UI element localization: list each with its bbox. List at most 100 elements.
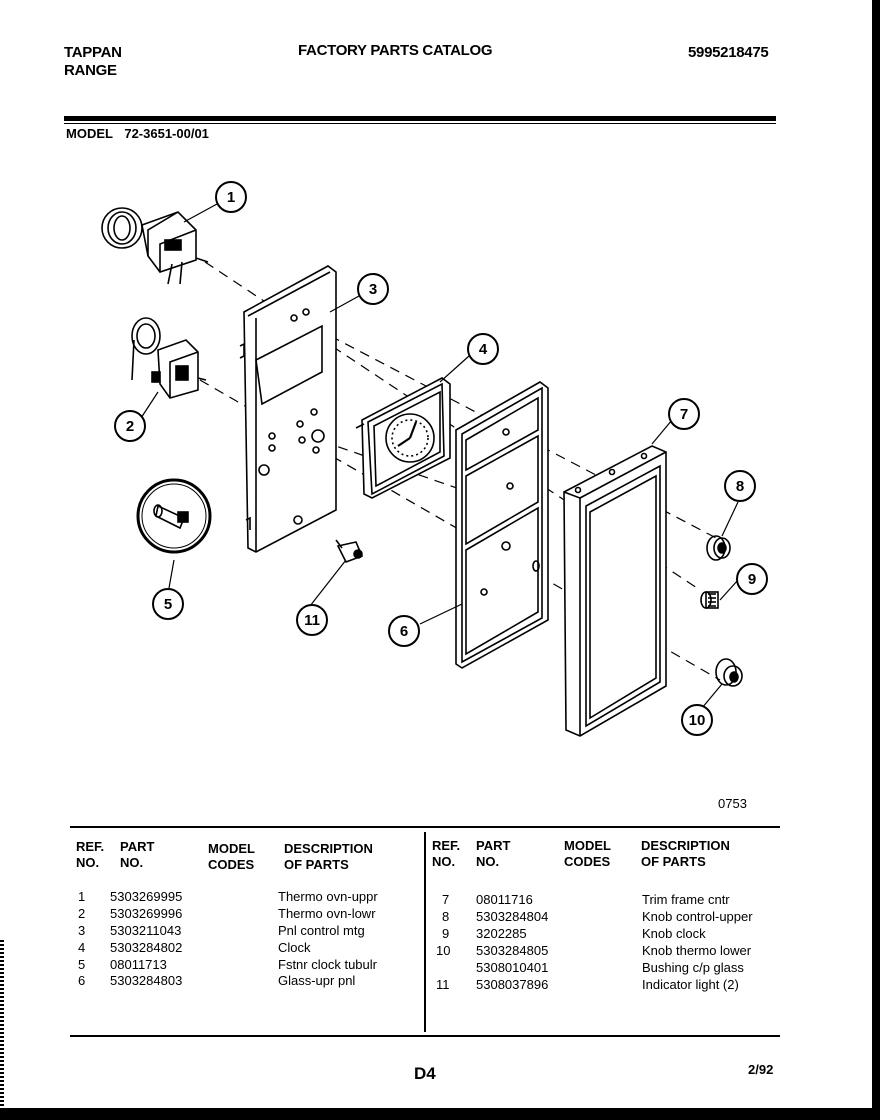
callout-11: 11 bbox=[296, 604, 328, 636]
drawing-code: 0753 bbox=[718, 796, 747, 811]
knob-control-upper-part bbox=[706, 535, 731, 561]
part-description: Pnl control mtg bbox=[278, 923, 365, 938]
callout-number: 4 bbox=[479, 341, 488, 358]
ref-no: 11 bbox=[436, 977, 450, 992]
header-rule bbox=[64, 116, 776, 121]
model-label: MODEL bbox=[66, 126, 113, 141]
glass-upper-panel bbox=[455, 381, 549, 669]
callout-number: 10 bbox=[689, 712, 706, 729]
page-number: D4 bbox=[414, 1064, 436, 1083]
callout-7: 7 bbox=[668, 398, 700, 430]
part-no: 5303284802 bbox=[110, 940, 183, 955]
part-description: Knob clock bbox=[642, 926, 706, 941]
part-no: 5308010401 bbox=[476, 960, 549, 975]
table-row: 3 bbox=[78, 923, 85, 939]
part-no: 5303269996 bbox=[110, 906, 183, 921]
callout-2: 2 bbox=[114, 410, 146, 442]
part-no: 3202285 bbox=[476, 926, 527, 941]
callout-8: 8 bbox=[724, 470, 756, 502]
scan-border-bottom bbox=[0, 1108, 880, 1120]
part-description: Thermo ovn-lowr bbox=[278, 906, 376, 921]
knob-thermo-lower-part bbox=[715, 658, 743, 687]
leader-lines bbox=[140, 203, 739, 709]
callout-number: 6 bbox=[400, 623, 408, 640]
table-row: 1 bbox=[78, 889, 85, 905]
part-description: Fstnr clock tubulr bbox=[278, 957, 377, 972]
callouts: 1 2 3 4 5 6 7 8 9 10 11 bbox=[114, 181, 768, 736]
part-description: Knob control-upper bbox=[642, 909, 753, 924]
part-description: Clock bbox=[278, 940, 311, 955]
callout-number: 7 bbox=[680, 406, 688, 423]
catalog-title: FACTORY PARTS CATALOG bbox=[298, 42, 493, 59]
ref-no: 5 bbox=[78, 957, 86, 972]
part-description: Indicator light (2) bbox=[642, 977, 739, 992]
ref-no: 4 bbox=[78, 940, 86, 955]
table-row: 6 bbox=[78, 973, 85, 989]
callout-number: 2 bbox=[126, 418, 134, 435]
part-description: Glass-upr pnl bbox=[278, 973, 356, 988]
scan-border-right bbox=[872, 0, 880, 1120]
ref-no: 7 bbox=[442, 892, 450, 907]
part-no: 08011716 bbox=[476, 892, 533, 907]
brand-line-1: TAPPAN bbox=[64, 44, 122, 61]
part-no: 5303284804 bbox=[476, 909, 549, 924]
callout-number: 9 bbox=[748, 571, 756, 588]
clock-fastener-part bbox=[136, 478, 212, 554]
ref-no: 2 bbox=[78, 906, 86, 921]
callout-number: 1 bbox=[227, 189, 235, 206]
clock-part bbox=[355, 377, 451, 499]
callout-10: 10 bbox=[681, 704, 713, 736]
table-row: 5 bbox=[78, 957, 85, 973]
callout-number: 11 bbox=[304, 612, 320, 629]
catalog-number: 5995218475 bbox=[688, 44, 769, 61]
thermostat-upper-part bbox=[101, 207, 209, 285]
part-description: Thermo ovn-uppr bbox=[278, 889, 378, 904]
ref-no: 8 bbox=[442, 909, 450, 924]
callout-4: 4 bbox=[467, 333, 499, 365]
callout-1: 1 bbox=[215, 181, 247, 213]
header-ref-right: REF.NO. bbox=[432, 838, 461, 869]
ref-no: 9 bbox=[442, 926, 450, 941]
ref-no: 3 bbox=[78, 923, 86, 938]
part-no: 5303284803 bbox=[110, 973, 183, 988]
part-no: 5303211043 bbox=[110, 923, 182, 938]
part-description: Bushing c/p glass bbox=[642, 960, 744, 975]
indicator-light-part bbox=[335, 539, 364, 564]
trim-frame-part bbox=[563, 445, 667, 737]
table-bottom-rule bbox=[70, 1035, 780, 1037]
thermostat-lower-part bbox=[131, 317, 207, 399]
header-ref: REF.NO. bbox=[76, 839, 105, 870]
header-rule-thin bbox=[64, 123, 776, 124]
ref-no: 6 bbox=[78, 973, 86, 988]
model-line: MODEL 72-3651-00/01 bbox=[66, 126, 209, 141]
callout-6: 6 bbox=[388, 615, 420, 647]
callout-number: 5 bbox=[164, 596, 172, 613]
table-row: 2 bbox=[78, 906, 85, 922]
table-divider bbox=[424, 832, 426, 1032]
part-no: 5308037896 bbox=[476, 977, 549, 992]
ref-no: 10 bbox=[436, 943, 451, 958]
scan-edge-left bbox=[0, 940, 4, 1110]
revision-date: 2/92 bbox=[748, 1062, 774, 1077]
part-description: Trim frame cntr bbox=[642, 892, 730, 907]
control-mounting-panel bbox=[239, 265, 337, 553]
callout-9: 9 bbox=[736, 563, 768, 595]
part-description: Knob thermo lower bbox=[642, 943, 752, 958]
brand-line-2: RANGE bbox=[64, 62, 117, 79]
callout-3: 3 bbox=[357, 273, 389, 305]
callout-number: 8 bbox=[736, 478, 744, 495]
model-value: 72-3651-00/01 bbox=[124, 126, 209, 141]
callout-5: 5 bbox=[152, 588, 184, 620]
table-row: 4 bbox=[78, 940, 85, 956]
knob-clock-part bbox=[700, 591, 719, 609]
part-no: 5303284805 bbox=[476, 943, 549, 958]
parts-table bbox=[70, 826, 780, 1038]
part-no: 08011713 bbox=[110, 957, 167, 972]
part-no: 5303269995 bbox=[110, 889, 183, 904]
